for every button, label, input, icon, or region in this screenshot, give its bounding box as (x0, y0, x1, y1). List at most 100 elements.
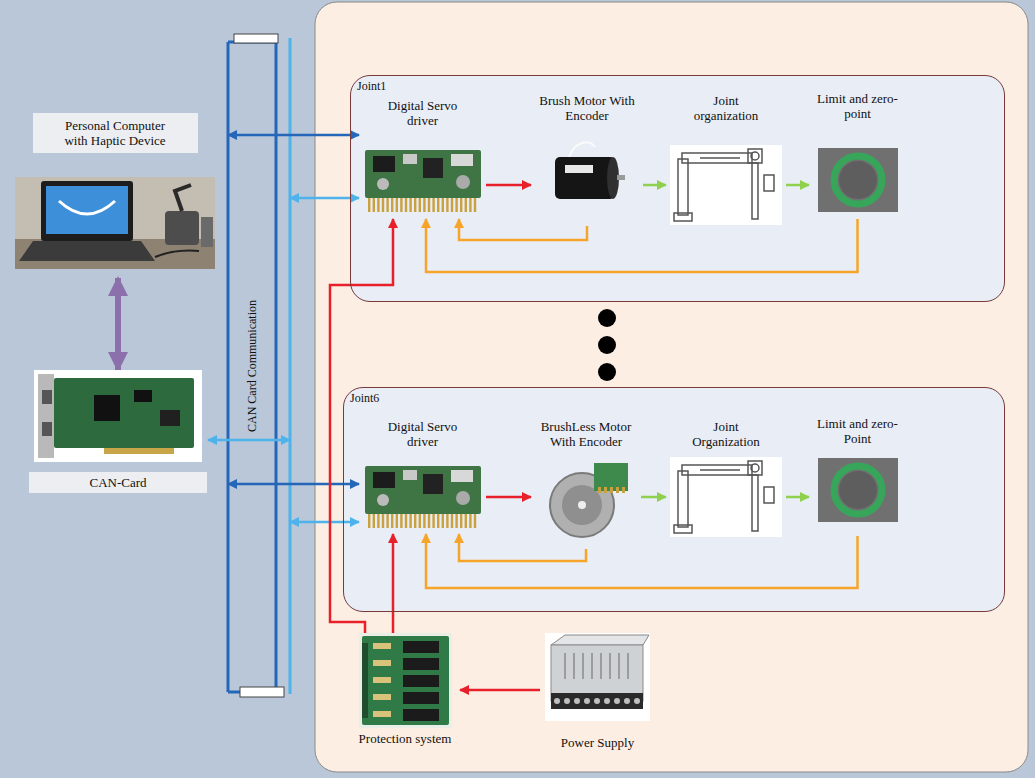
illustration-part (41, 181, 133, 241)
illustration-part (423, 514, 425, 528)
illustration-part (839, 471, 877, 509)
illustration-part (403, 692, 439, 704)
illustration-part (451, 154, 473, 166)
node-label: CAN-Card (29, 472, 207, 493)
illustration-part (450, 514, 452, 528)
illustration-part (418, 514, 420, 528)
illustration-part (404, 514, 406, 528)
node-label: Digital Servo driver (380, 419, 465, 449)
illustration-part (818, 458, 898, 522)
illustration-part (564, 653, 566, 679)
illustration-part (618, 653, 620, 679)
illustration-part (423, 474, 443, 494)
illustration-part (377, 178, 389, 190)
illustration-part (441, 514, 443, 528)
illustration-part (678, 159, 688, 215)
illustration-part (38, 374, 54, 458)
illustration-part (46, 186, 128, 234)
illustration-part (403, 154, 417, 164)
illustration-part (414, 514, 416, 528)
illustration-part (400, 198, 402, 212)
illustration-part (565, 165, 593, 173)
ellipsis-dot (598, 309, 616, 327)
illustration-part (748, 149, 762, 163)
joint-panel: Joint6Digital Servo driverBrushLess Moto… (343, 387, 1005, 612)
illustration-part (574, 698, 580, 704)
limit-switch: Limit and zero-Point (809, 416, 906, 536)
bus-line (275, 42, 278, 692)
illustration-part (456, 175, 470, 189)
illustration-part (365, 150, 481, 198)
illustration-part (622, 487, 625, 493)
joint-mechanism: Joint organization (666, 93, 786, 233)
illustration-part (441, 198, 443, 212)
can-card: CAN-Card (28, 370, 208, 497)
illustration-part (834, 466, 882, 514)
illustration-part (573, 653, 575, 679)
illustration-part (614, 698, 620, 704)
illustration-part (598, 487, 601, 493)
illustration-part (551, 645, 643, 701)
illustration-part (377, 514, 379, 528)
illustration-part (456, 491, 470, 505)
connectors (118, 135, 858, 690)
illustration-part (455, 514, 457, 528)
servo-driver: Digital Servo driver (359, 98, 486, 219)
illustration-part (15, 177, 215, 269)
illustration-part (764, 487, 774, 503)
illustration-part (682, 153, 752, 163)
node-label: Joint organization (685, 93, 767, 123)
illustration-part (400, 514, 402, 528)
illustration-part (404, 198, 406, 212)
ring-picture (818, 458, 898, 522)
illustration-part (834, 156, 882, 204)
signal-connector (426, 534, 858, 588)
illustration-part (414, 198, 416, 212)
illustration-part (594, 463, 628, 491)
illustration-part (839, 161, 877, 199)
illustration-part (751, 152, 759, 160)
signal-connector (459, 534, 586, 561)
illustration-part (403, 709, 439, 721)
illustration-part (381, 198, 383, 212)
signal-connector (115, 278, 121, 370)
computer-haptic: Personal Computer with Haptic Device (15, 113, 215, 278)
brushless-picture (542, 459, 630, 539)
illustration-part (604, 487, 607, 493)
illustration-part (372, 198, 374, 212)
illustration-part (627, 653, 629, 679)
node-label: Protection system (350, 731, 460, 746)
system-panel (315, 2, 1028, 772)
signal-connector (228, 134, 359, 137)
signal-connector (786, 184, 809, 187)
bus-label: CAN Card Communication (245, 300, 260, 432)
illustration-part (427, 514, 429, 528)
illustration-part (403, 641, 439, 653)
servo-driver: Digital Servo driver (359, 419, 486, 534)
illustration-part (464, 198, 466, 212)
illustration-part (600, 653, 602, 679)
node-label: Personal Computer with Haptic Device (33, 113, 198, 153)
illustration-part (564, 698, 570, 704)
illustration-part (432, 198, 434, 212)
node-label: Joint Organization (685, 419, 767, 449)
panel-fill (343, 387, 1005, 612)
illustration-part (395, 514, 397, 528)
bus-line (289, 38, 292, 694)
illustration-part (584, 698, 590, 704)
illustration-part (403, 470, 417, 480)
can-bus: CAN Card Communication (228, 40, 290, 692)
signal-connector (643, 184, 666, 187)
illustration-part (165, 211, 199, 245)
limit-switch: Limit and zero-point (809, 91, 906, 219)
illustration-part (582, 653, 584, 679)
illustration-part (578, 501, 586, 509)
illustration-part (423, 198, 425, 212)
illustration-part (368, 198, 370, 212)
signal-connector (290, 521, 359, 524)
illustration-part (460, 198, 462, 212)
node-label: Limit and zero-point (811, 91, 905, 121)
illustration-part (373, 677, 391, 683)
signal-connector (290, 197, 359, 200)
illustration-part (674, 149, 774, 221)
